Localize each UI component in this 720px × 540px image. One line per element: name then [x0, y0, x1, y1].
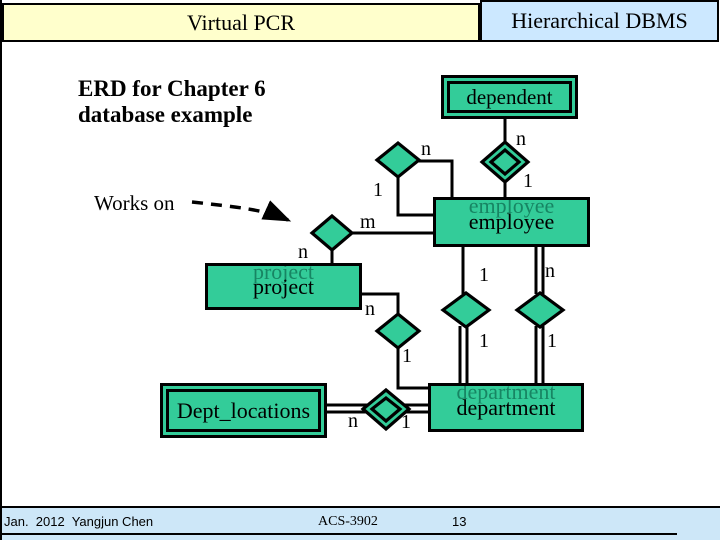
- entity-dependent-inner: dependent: [447, 81, 572, 113]
- cardinality-works-for-n: n: [545, 260, 555, 282]
- double-diamond-deptloc-inner: [369, 395, 403, 424]
- slide-title: ERD for Chapter 6 database example: [78, 76, 266, 128]
- wire-supervision-n-side: [418, 159, 454, 198]
- slide-title-line2: database example: [78, 102, 253, 127]
- entity-label: employee: [468, 209, 555, 234]
- entity-label: department: [456, 394, 556, 420]
- diamond-works-on: [309, 213, 355, 253]
- entity-project: project project: [205, 263, 362, 310]
- footer-date-author: Jan. 2012 Yangjun Chen: [4, 514, 154, 529]
- works-on-pointer-arrow: [191, 200, 292, 222]
- wire-supervision-1-side: [396, 176, 434, 217]
- cardinality-manages-1-bottom: 1: [479, 330, 489, 352]
- cardinality-controls-n: n: [365, 298, 375, 320]
- diamond-manages: [440, 291, 492, 329]
- entity-label-ghost: project: [252, 263, 315, 284]
- double-diamond-dependents-of: [479, 139, 531, 185]
- double-diamond-dept-locations: [360, 387, 412, 432]
- header-right-title-bar: Hierarchical DBMS: [480, 0, 719, 42]
- cardinality-works-on-m: m: [360, 211, 376, 233]
- cardinality-dependents-1: 1: [523, 170, 533, 192]
- slide-left-border: [0, 0, 2, 540]
- entity-label: Dept_locations: [176, 397, 311, 423]
- cardinality-deptloc-n: n: [348, 410, 358, 432]
- cardinality-controls-1: 1: [402, 345, 412, 367]
- entity-label-ghost: employee: [468, 197, 555, 218]
- wire-controls-to-project: [361, 292, 400, 315]
- diamond-supervision: [374, 140, 422, 180]
- header-right-title: Hierarchical DBMS: [511, 8, 688, 33]
- wire-controls-to-department: [396, 347, 429, 390]
- double-diamond-dependents-inner: [488, 147, 522, 177]
- cardinality-works-for-1: 1: [547, 330, 557, 352]
- cardinality-supervision-1: 1: [373, 179, 383, 201]
- header-left-title: Virtual PCR: [186, 9, 296, 35]
- cardinality-manages-1-top: 1: [479, 264, 489, 286]
- cardinality-dependents-n: n: [516, 128, 526, 150]
- diamond-works-for: [514, 291, 566, 329]
- header-left-title-bar: Virtual PCR: [2, 3, 480, 42]
- entity-dept-locations-inner: Dept_locations: [166, 389, 321, 432]
- cardinality-works-on-n: n: [298, 241, 308, 263]
- entity-department: department department: [428, 383, 584, 432]
- works-on-label: Works on: [94, 191, 175, 215]
- diamond-controls: [374, 311, 422, 351]
- entity-dept-locations: Dept_locations: [160, 383, 327, 438]
- cardinality-deptloc-1: 1: [401, 411, 411, 433]
- entity-employee: employee employee: [433, 197, 590, 247]
- footer-course-code: ACS-3902: [318, 514, 378, 529]
- entity-label: dependent: [466, 84, 553, 109]
- cardinality-supervision-n: n: [421, 138, 431, 160]
- entity-label: project: [252, 273, 315, 299]
- slide-title-line1: ERD for Chapter 6: [78, 76, 266, 101]
- footer-bottom-line: [0, 533, 677, 535]
- footer-page-number: 13: [452, 514, 467, 529]
- entity-label-ghost: department: [456, 383, 556, 404]
- entity-dependent: dependent: [441, 75, 578, 119]
